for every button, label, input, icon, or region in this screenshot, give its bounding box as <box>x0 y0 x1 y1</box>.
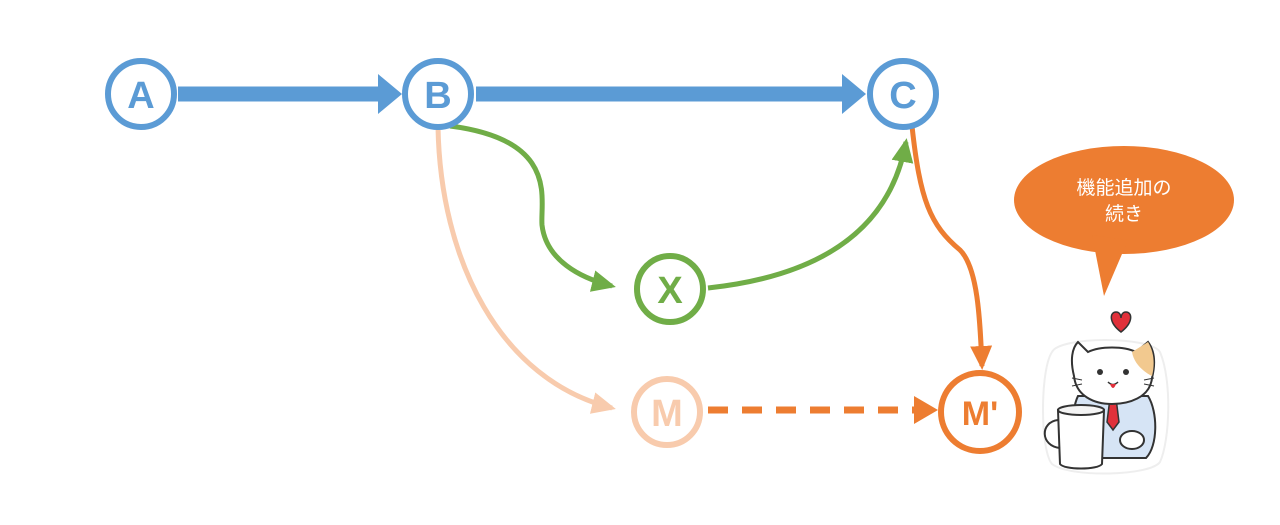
node-a: A <box>105 58 177 130</box>
edge-b-to-m <box>435 125 616 414</box>
node-m: M <box>631 376 703 448</box>
node-m-prime: M' <box>938 370 1022 454</box>
node-b-label: B <box>424 75 451 117</box>
node-b: B <box>402 58 474 130</box>
heart-icon <box>1110 311 1132 333</box>
edge-a-to-b-arrowhead <box>378 74 402 114</box>
edge-x-to-c <box>707 138 914 291</box>
edge-b-to-x <box>449 123 616 292</box>
node-a-label: A <box>127 75 154 117</box>
cat-mascot-with-mug-icon <box>1042 311 1170 475</box>
node-x-label: X <box>657 270 683 312</box>
node-c: C <box>867 58 939 130</box>
node-x: X <box>634 253 706 325</box>
speech-bubble-line-2: 続き <box>1105 203 1143 225</box>
edge-c-to-m-prime <box>909 125 993 370</box>
edges <box>178 74 993 424</box>
node-m-prime-label: M' <box>962 395 998 433</box>
edge-b-to-c-arrowhead <box>842 74 866 114</box>
edge-m-to-m-prime-arrowhead <box>914 396 938 424</box>
speech-bubble-line-1: 機能追加の <box>1076 177 1171 199</box>
node-c-label: C <box>889 75 916 117</box>
speech-bubble: 機能追加の 続き <box>1014 146 1234 296</box>
node-m-label: M <box>651 393 683 435</box>
